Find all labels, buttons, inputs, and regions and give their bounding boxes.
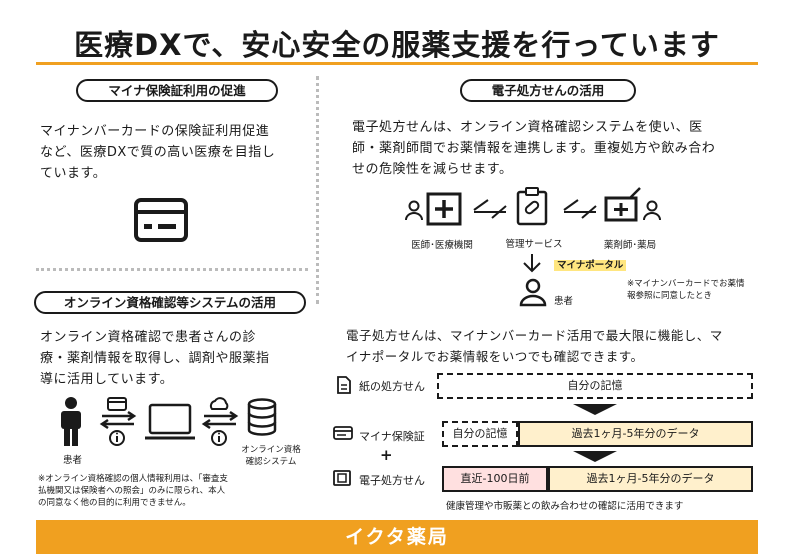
card-exchange-icon: [99, 397, 137, 446]
past-data-box: 過去1ヶ月-5年分のデータ: [548, 466, 753, 492]
eprescription-mynacard-text: 電子処方せんは、マイナンバーカード活用で最大限に機能し、マ イナポータルでお薬情…: [346, 325, 760, 367]
portal-label: マイナポータル: [554, 257, 627, 271]
text-line: ています。: [40, 166, 107, 181]
plus-sign: +: [380, 446, 393, 464]
memory-box: 自分の記憶: [442, 421, 518, 447]
text-line: など、医療DXで質の高い医療を目指し: [40, 145, 276, 160]
doctor-label: 医師･医療機関: [411, 240, 473, 251]
text-line: イナポータルでお薬情報をいつでも確認できます。: [346, 349, 644, 364]
text-line: 報参照に同意したとき: [627, 291, 713, 301]
text-line: オンライン資格: [241, 445, 301, 455]
section-heading-online-qualification: オンライン資格確認等システムの活用: [34, 291, 306, 314]
pharmacy-name-footer: イクタ薬局: [36, 520, 758, 554]
text-line: 払機関又は保険者への照会」のみに限られ、本人: [38, 486, 226, 496]
down-triangle: [573, 404, 617, 415]
text-line: 導に活用しています。: [40, 372, 174, 387]
patient-icon: [519, 278, 547, 307]
section-heading-eprescription: 電子処方せんの活用: [460, 79, 636, 102]
text-line: ※マイナンバーカードでお薬情: [627, 279, 745, 289]
mynacard-label: マイナ保険証: [359, 430, 425, 443]
doctor-clinic-icon: [405, 192, 462, 226]
past-data-box: 過去1ヶ月-5年分のデータ: [518, 421, 753, 447]
card-icon: [134, 198, 188, 242]
text-line: マイナンバーカードの保険証利用促進: [40, 124, 270, 139]
recent-data-box: 直近-100日前: [442, 466, 548, 492]
cloud-exchange-icon: [201, 397, 239, 446]
left-divider: [36, 268, 308, 271]
section-heading-mynacard: マイナ保険証利用の促進: [76, 79, 278, 102]
patient-label: 患者: [63, 455, 83, 466]
down-triangle: [573, 451, 617, 462]
text-line: オンライン資格確認で患者さんの診: [40, 330, 257, 345]
mynacard-text: マイナンバーカードの保険証利用促進 など、医療DXで質の高い医療を目指し ていま…: [40, 121, 308, 184]
memory-box: 自分の記憶: [437, 373, 753, 399]
eprescription-icon: [333, 470, 351, 486]
center-divider: [316, 76, 319, 304]
system-label: オンライン資格 確認システム: [238, 444, 304, 468]
compare-caption: 健康管理や市販薬との飲み合わせの確認に活用できます: [446, 501, 684, 512]
paper-document-icon: [337, 376, 351, 394]
laptop-icon: [145, 403, 195, 440]
patient-label: 患者: [554, 296, 574, 307]
title-underline: [36, 62, 758, 65]
privacy-note: ※オンライン資格確認の個人情報利用は、「審査支 払機関又は保険者への照会」のみに…: [38, 473, 310, 509]
bidirectional-arrow-icon: [473, 199, 507, 219]
text-line: 電子処方せんは、オンライン資格確認システムを使い、医: [352, 120, 703, 135]
text-line: 電子処方せんは、マイナンバーカード活用で最大限に機能し、マ: [346, 328, 723, 343]
service-label: 管理サービス: [505, 239, 563, 250]
management-service-icon: [516, 187, 548, 226]
text-line: ※オンライン資格確認の個人情報利用は、「審査支: [38, 474, 228, 484]
down-arrow-icon: [523, 254, 541, 273]
bidirectional-arrow-icon: [563, 199, 597, 219]
database-icon: [247, 398, 277, 436]
paper-prescription-label: 紙の処方せん: [359, 380, 425, 393]
portal-note: ※マイナンバーカードでお薬情 報参照に同意したとき: [627, 278, 757, 302]
eprescription-label: 電子処方せん: [359, 474, 425, 487]
person-icon: [61, 397, 81, 446]
text-line: せの危険性を減らせます。: [352, 162, 513, 177]
page-title: 医療DXで、安心安全の服薬支援を行っています: [74, 28, 720, 62]
text-line: の同意なく他の目的に利用できません。: [38, 498, 191, 508]
eprescription-text: 電子処方せんは、オンライン資格確認システムを使い、医 師・薬剤師間でお薬情報を連…: [352, 117, 762, 180]
online-qualification-text: オンライン資格確認で患者さんの診 療・薬剤情報を取得し、調剤や服薬指 導に活用し…: [40, 327, 308, 390]
text-line: 師・薬剤師間でお薬情報を連携します。重複処方や飲み合わ: [352, 141, 716, 156]
text-line: 確認システム: [245, 457, 297, 467]
pharmacy-icon: [604, 187, 661, 222]
card-icon: [333, 426, 353, 440]
pharmacist-label: 薬剤師･薬局: [603, 240, 657, 251]
text-line: 療・薬剤情報を取得し、調剤や服薬指: [40, 351, 270, 366]
